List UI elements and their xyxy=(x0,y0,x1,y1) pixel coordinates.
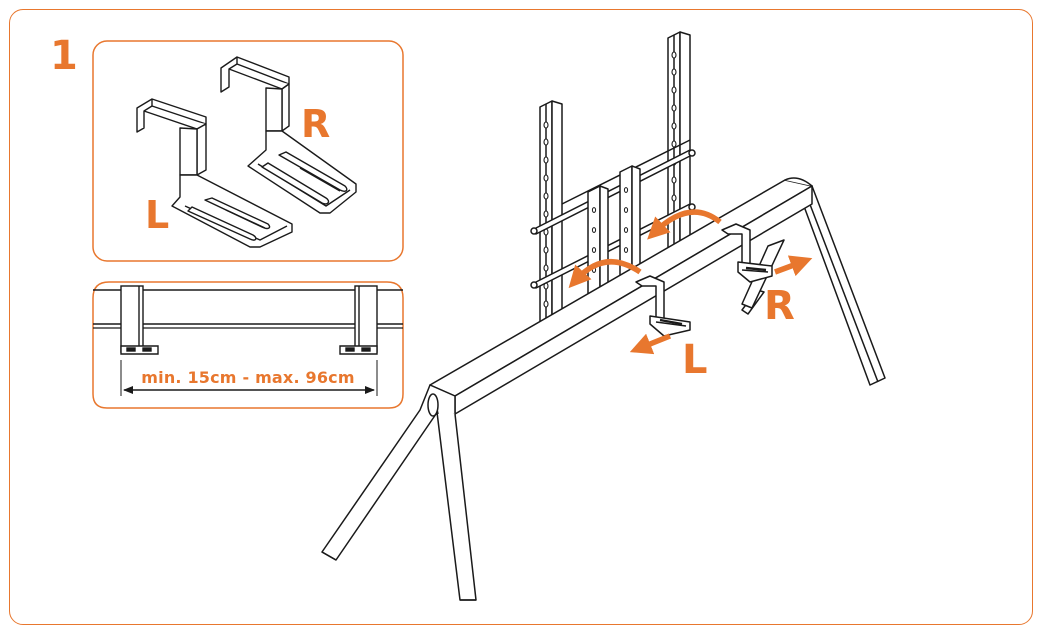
arrow-curved-right xyxy=(647,209,722,240)
bracket-right-icon xyxy=(220,56,357,214)
dimension-label: min. 15cm - max. 96cm xyxy=(141,368,355,387)
inset-brackets-border xyxy=(92,40,404,262)
bracket-left-icon xyxy=(136,98,293,248)
direction-arrows xyxy=(568,209,813,355)
arrow-slide-right xyxy=(774,255,813,277)
arrow-curved-left xyxy=(568,258,642,289)
installed-bracket-right xyxy=(721,223,773,283)
front-left-leg xyxy=(321,384,477,601)
panel-frame xyxy=(9,9,1033,625)
label-main-right: R xyxy=(764,283,795,329)
spacing-bracket-left xyxy=(120,285,159,355)
inset-brackets xyxy=(92,40,404,262)
label-main-left: L xyxy=(682,337,708,383)
installed-bracket-left xyxy=(635,275,691,337)
spacing-bracket-right xyxy=(339,285,378,355)
step-number: 1 xyxy=(50,33,78,79)
inset-spacing xyxy=(92,281,404,409)
tv-stand-illustration xyxy=(321,31,886,601)
label-bracket-right: R xyxy=(301,102,331,146)
arrow-slide-left xyxy=(629,333,672,355)
label-bracket-left: L xyxy=(145,193,170,237)
